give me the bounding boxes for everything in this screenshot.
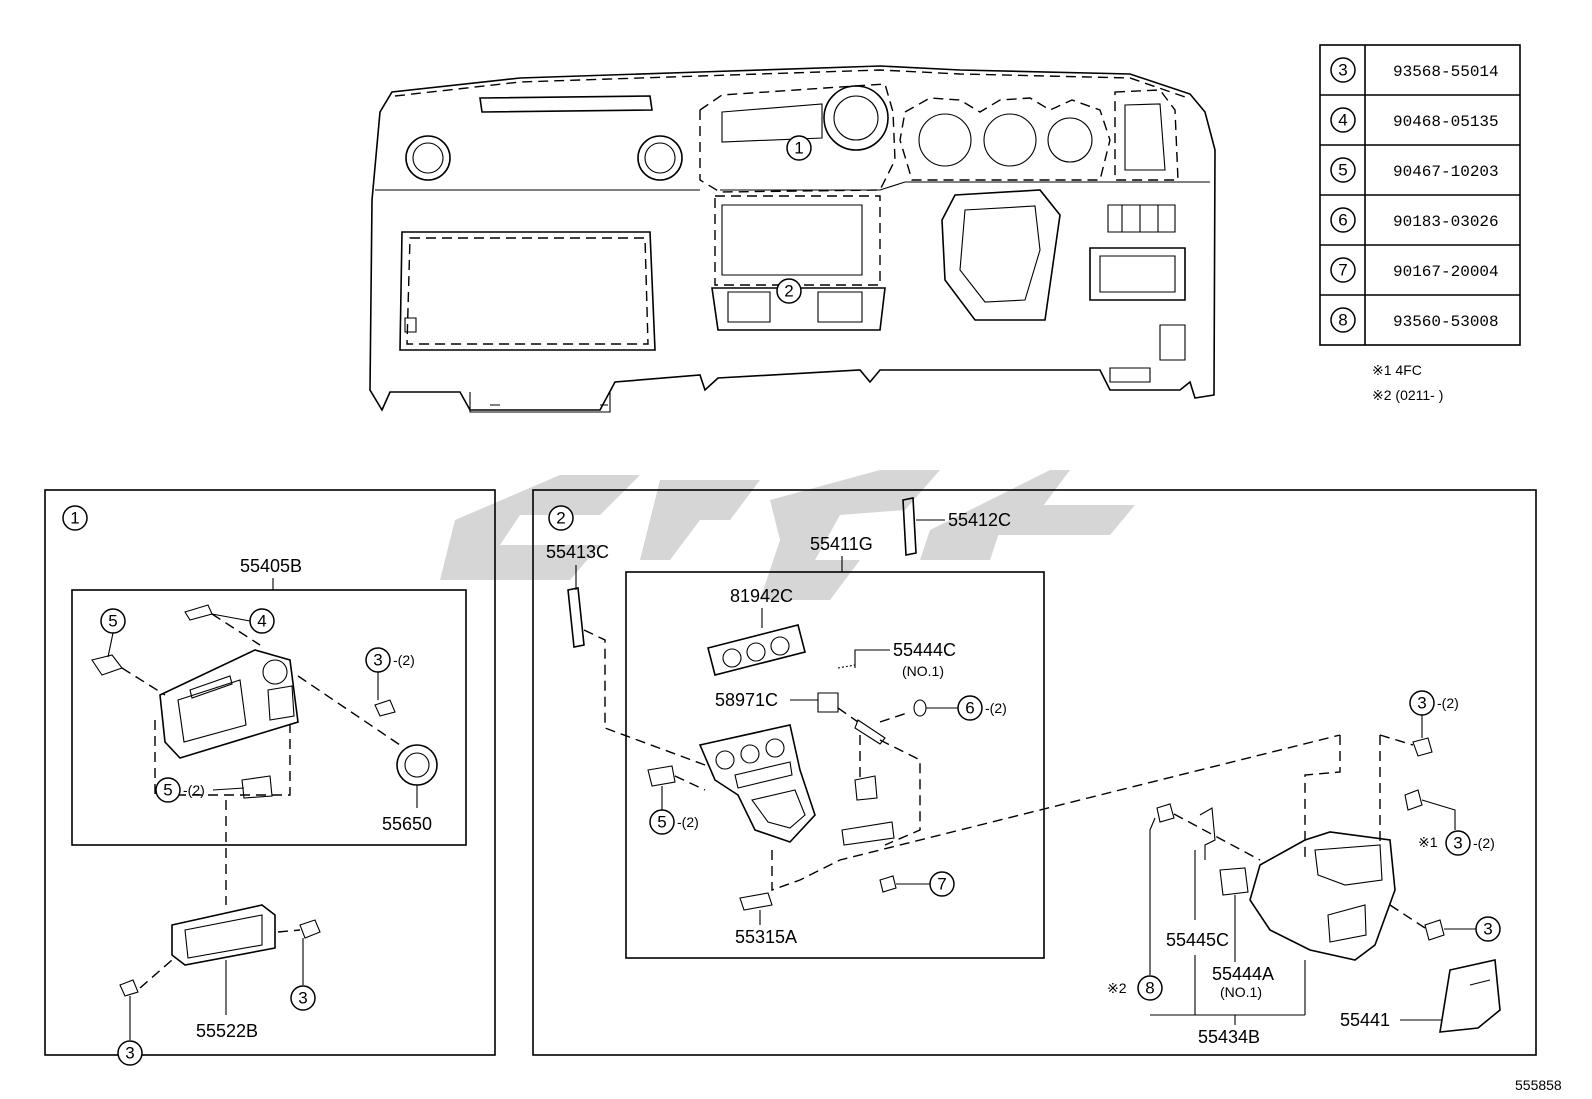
table-ref-1: 3 xyxy=(1338,61,1347,80)
panel1-label-55522B: 55522B xyxy=(196,1021,258,1041)
panel1-label-55405B: 55405B xyxy=(240,556,302,576)
panel1-ref-3-right: 3 xyxy=(298,989,307,1008)
table-ref-4: 6 xyxy=(1338,211,1347,230)
table-part-1: 93568-55014 xyxy=(1393,63,1499,81)
table-ref-2: 4 xyxy=(1338,111,1347,130)
panel1-ref-3-top: 3 xyxy=(373,651,382,670)
panel2-label-58971C: 58971C xyxy=(715,690,778,710)
panel2-label-55441: 55441 xyxy=(1340,1010,1390,1030)
panel2-label-55315A: 55315A xyxy=(735,927,797,947)
panel2-note-2: ※2 xyxy=(1107,980,1127,996)
panel2-qty-6: -(2) xyxy=(985,700,1007,716)
panel2-ref-7: 7 xyxy=(937,875,946,894)
panel1-qty-5: -(2) xyxy=(183,782,205,798)
panel1-qty-3: -(2) xyxy=(393,652,415,668)
table-ref-6: 8 xyxy=(1338,311,1347,330)
overview-callout-1: 1 xyxy=(794,139,803,158)
panel2-label-55444C: 55444C xyxy=(893,640,956,660)
panel2-ref-3-right: 3 xyxy=(1483,920,1492,939)
table-part-2: 90468-05135 xyxy=(1393,113,1499,131)
panel2-ref-6: 6 xyxy=(965,699,974,718)
overview-callout-2: 2 xyxy=(784,282,793,301)
detail-panel-2: 2 55412C 55413C 55411G 81942C 55444C (NO… xyxy=(532,489,1537,1056)
panel2-ref-5: 5 xyxy=(657,813,666,832)
panel2-index: 2 xyxy=(556,509,565,528)
panel1-ref-3-left: 3 xyxy=(125,1044,134,1063)
panel1-ref-5-bottom: 5 xyxy=(163,781,172,800)
panel2-note-1: ※1 xyxy=(1418,834,1438,850)
panel2-qty-3-note: -(2) xyxy=(1473,835,1495,851)
panel2-qty-3-top: -(2) xyxy=(1437,695,1459,711)
part-number-table: 3 93568-55014 4 90468-05135 5 90467-1020… xyxy=(1319,44,1521,403)
panel1-label-55650: 55650 xyxy=(382,814,432,834)
panel2-label-55444A-no: (NO.1) xyxy=(1220,984,1262,1000)
panel1-ref-5-top: 5 xyxy=(108,612,117,631)
panel2-label-55444A: 55444A xyxy=(1212,964,1274,984)
panel2-label-55444C-no: (NO.1) xyxy=(902,663,944,679)
panel1-index: 1 xyxy=(70,509,79,528)
panel2-label-55434B: 55434B xyxy=(1198,1027,1260,1047)
table-note-2: ※2 (0211- ) xyxy=(1372,387,1443,403)
watermark-logo xyxy=(440,470,1135,600)
panel2-qty-5: -(2) xyxy=(677,814,699,830)
table-ref-5: 7 xyxy=(1338,261,1347,280)
panel2-label-55445C: 55445C xyxy=(1166,930,1229,950)
table-part-3: 90467-10203 xyxy=(1393,163,1499,181)
detail-panel-1: 1 55405B 5 4 3 -(2) xyxy=(44,489,496,1066)
panel2-label-81942C: 81942C xyxy=(730,586,793,606)
panel2-ref-3-note: 3 xyxy=(1453,834,1462,853)
panel2-label-55411G: 55411G xyxy=(810,534,873,554)
panel1-ref-4: 4 xyxy=(257,612,266,631)
diagram-id: 555858 xyxy=(1515,1077,1562,1093)
table-part-5: 90167-20004 xyxy=(1393,263,1499,281)
table-part-4: 90183-03026 xyxy=(1393,213,1499,231)
table-part-6: 93560-53008 xyxy=(1393,313,1499,331)
table-note-1: ※1 4FC xyxy=(1372,362,1422,378)
panel2-label-55413C: 55413C xyxy=(546,542,609,562)
panel2-ref-3-top: 3 xyxy=(1417,694,1426,713)
panel2-label-55412C: 55412C xyxy=(948,510,1011,530)
table-ref-3: 5 xyxy=(1338,161,1347,180)
panel2-ref-8: 8 xyxy=(1145,979,1154,998)
dashboard-overview: 1 2 xyxy=(369,65,1216,413)
